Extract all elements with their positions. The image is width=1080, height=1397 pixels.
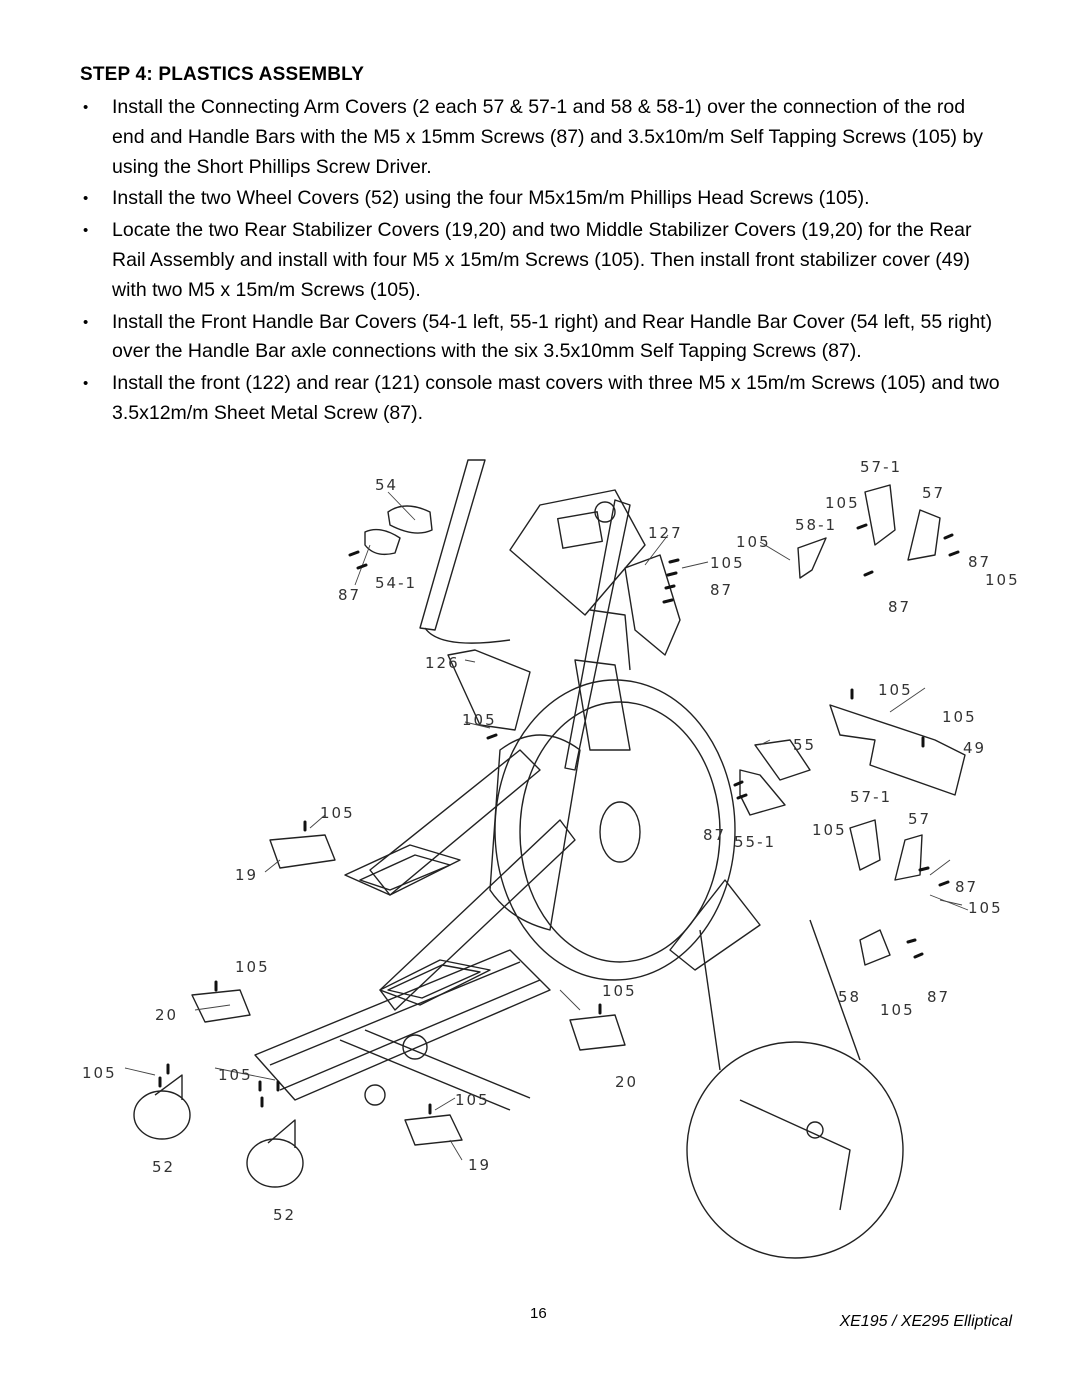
instruction-item: • Install the two Wheel Covers (52) using… bbox=[80, 184, 1000, 214]
callout-52: 52 bbox=[152, 1158, 175, 1176]
callout-19: 19 bbox=[468, 1156, 491, 1174]
instruction-item: • Install the Front Handle Bar Covers (54… bbox=[80, 308, 1000, 368]
callout-19: 19 bbox=[235, 866, 258, 884]
bullet-icon: • bbox=[83, 313, 89, 331]
instruction-text: Install the Front Handle Bar Covers (54-… bbox=[112, 310, 993, 363]
callout-105: 105 bbox=[320, 804, 355, 822]
diagram-svg: 54 54-1 87 127 105 87 105 58-1 105 57-1 … bbox=[82, 458, 1020, 1259]
callout-58-1: 58-1 bbox=[795, 516, 837, 534]
callout-105: 105 bbox=[736, 533, 771, 551]
callout-105: 105 bbox=[218, 1066, 253, 1084]
callout-87: 87 bbox=[703, 826, 726, 844]
callout-127: 127 bbox=[648, 524, 683, 542]
callout-54: 54 bbox=[375, 476, 398, 494]
instruction-list: • Install the Connecting Arm Covers (2 ea… bbox=[80, 93, 1000, 431]
callout-87: 87 bbox=[710, 581, 733, 599]
bullet-icon: • bbox=[83, 99, 89, 116]
callout-20: 20 bbox=[615, 1073, 638, 1091]
callout-55: 55 bbox=[793, 736, 816, 754]
instruction-text: Locate the two Rear Stabilizer Covers (1… bbox=[112, 219, 972, 301]
bullet-icon: • bbox=[83, 375, 89, 393]
callout-87: 87 bbox=[338, 586, 361, 604]
leader-lines bbox=[124, 491, 969, 1161]
callout-105: 105 bbox=[878, 681, 913, 699]
callout-105: 105 bbox=[455, 1091, 490, 1109]
footer-model-name: XE195 / XE295 Elliptical bbox=[839, 1313, 1012, 1330]
callout-105: 105 bbox=[968, 899, 1003, 917]
callout-87: 87 bbox=[888, 598, 911, 616]
callout-20: 20 bbox=[155, 1006, 178, 1024]
instruction-item: • Install the front (122) and rear (121) … bbox=[80, 369, 1000, 429]
callout-105: 105 bbox=[462, 711, 497, 729]
callout-87: 87 bbox=[968, 553, 991, 571]
callout-57-1: 57-1 bbox=[850, 788, 892, 806]
callout-105: 105 bbox=[235, 958, 270, 976]
bullet-icon: • bbox=[83, 222, 89, 240]
callout-labels: 54 54-1 87 127 105 87 105 58-1 105 57-1 … bbox=[82, 458, 1020, 1224]
page-number: 16 bbox=[530, 1305, 547, 1322]
callout-87: 87 bbox=[955, 878, 978, 896]
elliptical-machine-drawing bbox=[133, 459, 966, 1259]
callout-58: 58 bbox=[838, 988, 861, 1006]
callout-105: 105 bbox=[82, 1064, 117, 1082]
instruction-item: • Locate the two Rear Stabilizer Covers (… bbox=[80, 216, 1000, 305]
callout-105: 105 bbox=[602, 982, 637, 1000]
callout-52: 52 bbox=[273, 1206, 296, 1224]
callout-105: 105 bbox=[985, 571, 1020, 589]
callout-87: 87 bbox=[927, 988, 950, 1006]
screw-icons bbox=[158, 523, 960, 1115]
callout-57: 57 bbox=[922, 484, 945, 502]
step-heading: STEP 4: PLASTICS ASSEMBLY bbox=[80, 64, 365, 85]
callout-54-1: 54-1 bbox=[375, 574, 417, 592]
callout-49: 49 bbox=[963, 739, 986, 757]
callout-105: 105 bbox=[825, 494, 860, 512]
callout-105: 105 bbox=[710, 554, 745, 572]
callout-57: 57 bbox=[908, 810, 931, 828]
callout-105: 105 bbox=[942, 708, 977, 726]
callout-57-1: 57-1 bbox=[860, 458, 902, 476]
callout-105: 105 bbox=[880, 1001, 915, 1019]
callout-105: 105 bbox=[812, 821, 847, 839]
instruction-text: Install the Connecting Arm Covers (2 eac… bbox=[112, 96, 984, 178]
exploded-assembly-diagram: 54 54-1 87 127 105 87 105 58-1 105 57-1 … bbox=[70, 450, 1030, 1270]
instruction-text: Install the front (122) and rear (121) c… bbox=[112, 372, 1000, 424]
instruction-item: • Install the Connecting Arm Covers (2 ea… bbox=[80, 93, 1000, 182]
bullet-icon: • bbox=[83, 190, 89, 208]
callout-55-1: 55-1 bbox=[734, 833, 776, 851]
callout-126: 126 bbox=[425, 654, 460, 672]
instruction-text: Install the two Wheel Covers (52) using … bbox=[112, 187, 870, 210]
